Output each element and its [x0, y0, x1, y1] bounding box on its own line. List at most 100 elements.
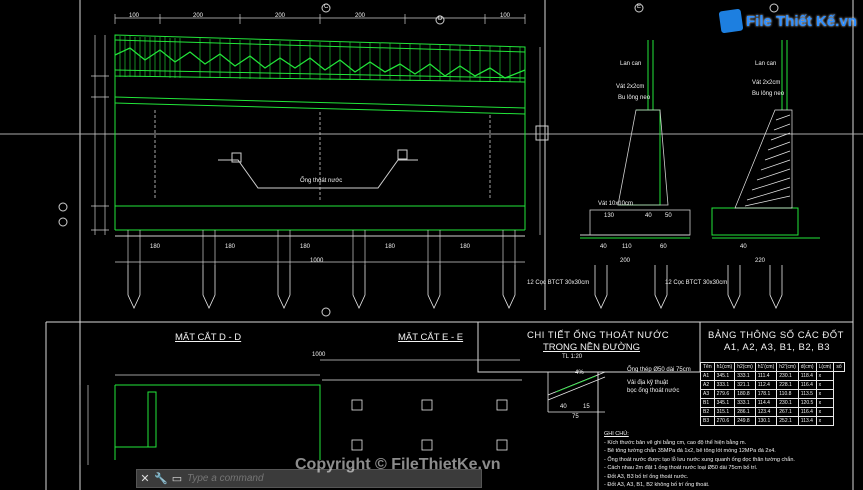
dim-200: 200	[620, 258, 631, 264]
detail-d40: 40	[560, 404, 567, 410]
dim-100a: 100	[129, 13, 140, 19]
table-header-cell: L(cm)	[815, 362, 835, 372]
label-vat-3: Vát 10x10cm	[598, 201, 634, 207]
table-cell: x	[815, 389, 835, 399]
dim-180b: 180	[225, 244, 236, 250]
dim-50: 50	[665, 213, 672, 219]
title-section-e: MẶT CẮT E - E	[398, 332, 464, 343]
table-cell: 113.4	[797, 416, 817, 426]
dim-180a: 180	[150, 244, 161, 250]
dim-40a: 40	[645, 213, 652, 219]
section-d-dims	[79, 359, 520, 465]
command-line-bar[interactable]: ✕ 🔧 ▭	[136, 469, 482, 488]
table-cell: 286.1	[734, 407, 756, 417]
detail-title-2: TRONG NỀN ĐƯỜNG	[543, 342, 641, 353]
dim-220: 220	[755, 258, 766, 264]
section-e	[322, 379, 522, 451]
pipe-note-right: 12 Cọc BTCT 30x30cm	[665, 280, 728, 286]
note-line: - Đốt A3, A3, B1, B2 không bố trí ống th…	[604, 482, 710, 488]
dim-180d: 180	[385, 244, 396, 250]
side-section-2-hatch	[734, 109, 793, 209]
title-section-d: MẶT CẮT D - D	[175, 332, 242, 343]
command-input[interactable]	[185, 472, 481, 485]
note-line: - Bê tông tường chắn 35MPa đá 1x2, bê tô…	[604, 448, 776, 454]
hidden-piles	[154, 110, 491, 200]
pipe-detail	[547, 371, 606, 413]
table-cell: 123.4	[754, 407, 778, 417]
table-cell: A1	[700, 371, 715, 381]
detail-slope: 4%	[575, 370, 584, 376]
table-cell: 252.1	[776, 416, 799, 426]
table-cell: 111.4	[754, 371, 778, 381]
table-cell: 112.4	[754, 380, 778, 390]
left-dimensions	[91, 35, 541, 235]
label-lan-can: Lan can	[620, 61, 642, 67]
label-vat-2: Vát 2x2cm	[752, 80, 781, 86]
table-cell: 333.1	[734, 398, 756, 408]
table-cell: 270.6	[713, 416, 736, 426]
detail-vai-note: Vải địa kỹ thuật	[627, 380, 669, 386]
table-cell: 110.8	[776, 389, 799, 399]
table-cell: A3	[700, 389, 715, 399]
grid-label-d: D	[438, 16, 443, 22]
dim-180e: 180	[460, 244, 471, 250]
notes-heading: GHI CHÚ:	[604, 431, 629, 437]
dim-180c: 180	[300, 244, 311, 250]
table-cell: 315.1	[713, 407, 736, 417]
table-cell: 116.4	[797, 407, 817, 417]
table-header-cell: d(cm)	[797, 362, 817, 372]
dim-1000: 1000	[310, 258, 324, 264]
table-title-1: BẢNG THÔNG SỐ CÁC ĐỐT	[708, 330, 844, 341]
table-cell: 120.5	[797, 398, 817, 408]
dim-200a: 200	[193, 13, 204, 19]
label-bu-long: Bu lông neo	[618, 95, 651, 101]
pipe-label: Ống thoát nước	[300, 178, 343, 184]
table-cell: 249.8	[734, 416, 756, 426]
label-lan-can-2: Lan can	[755, 61, 777, 67]
pipe-squares	[231, 125, 549, 163]
table-cell: 230.1	[776, 371, 799, 381]
detail-d15: 15	[583, 404, 590, 410]
detail-scale: TL 1:20	[562, 354, 583, 360]
table-cell: 333.1	[734, 371, 756, 381]
table-cell: 267.1	[776, 407, 799, 417]
table-cell: x	[815, 407, 835, 417]
dim-130: 130	[604, 213, 615, 219]
table-cell: A2	[700, 380, 715, 390]
pipe-note-top: 12 Cọc BTCT 30x30cm	[527, 280, 590, 286]
table-cell: 118.4	[797, 371, 817, 381]
dim-1000-b: 1000	[312, 352, 326, 358]
section-d	[114, 384, 321, 460]
side-section-1	[580, 40, 690, 239]
table-cell: 228.1	[776, 380, 799, 390]
table-cell: B1	[700, 398, 715, 408]
table-cell: 116.4	[797, 380, 817, 390]
note-line: - Ống thoát nước được tạo lỗ lưu nước xu…	[604, 456, 795, 463]
table-header-cell: h2'(cm)	[776, 362, 799, 372]
pile-columns	[115, 230, 525, 265]
command-prompt-icon: ▭	[171, 473, 183, 485]
grid-label-e: E	[637, 4, 642, 10]
grid-label-c: C	[324, 4, 329, 10]
side-section-1-base	[589, 109, 691, 236]
table-cell: 130.1	[754, 416, 778, 426]
table-header-cell: h1'(cm)	[754, 362, 778, 372]
wrench-icon[interactable]: 🔧	[154, 473, 168, 485]
top-dimension-line	[114, 14, 526, 24]
table-header-cell: Tên	[700, 362, 715, 372]
note-line: - Đốt A3, B3 bố trí ống thoát nước.	[604, 473, 689, 480]
table-cell: 333.1	[713, 380, 736, 390]
dim-40c: 40	[740, 244, 747, 250]
logo-text: File Thiết Kế.vn	[746, 12, 857, 30]
table-cell: 321.1	[734, 380, 756, 390]
table-cell: 345.1	[713, 398, 736, 408]
table-header-cell: h2(cm)	[734, 362, 756, 372]
close-icon[interactable]: ✕	[140, 473, 150, 485]
table-header-cell: h1(cm)	[713, 362, 736, 372]
